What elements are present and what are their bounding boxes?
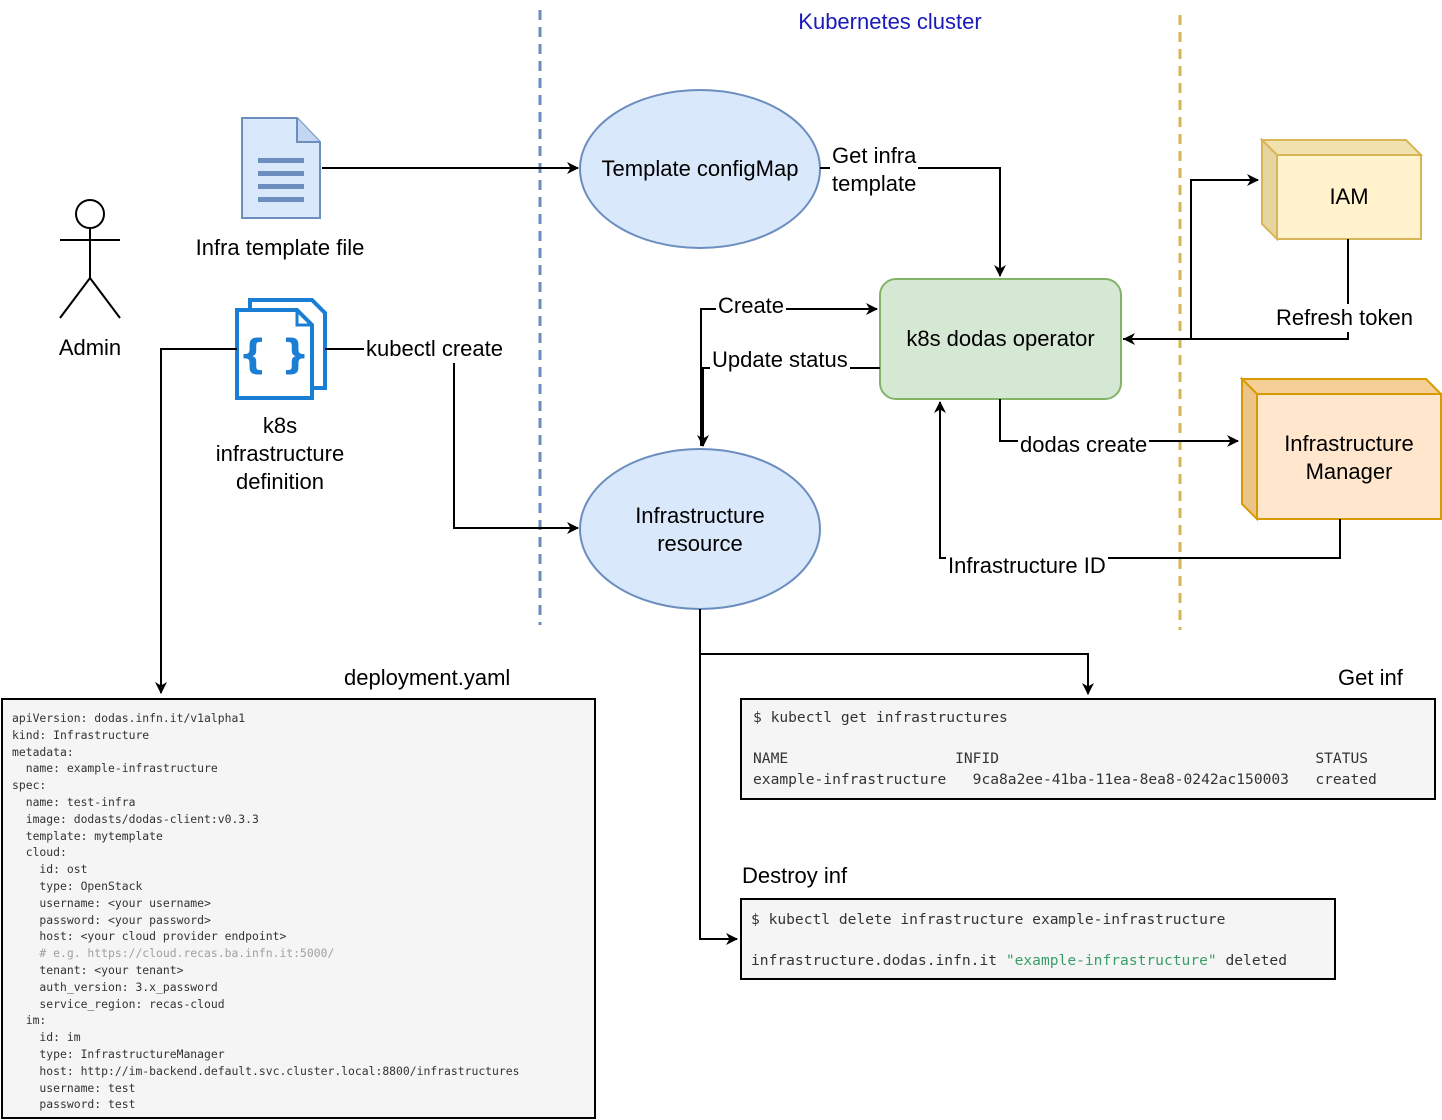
get-inf-title: Get inf — [1338, 665, 1403, 690]
k8s-definition-label: k8s infrastructure definition — [180, 412, 380, 496]
yaml-line: metadata: — [12, 744, 74, 759]
get-inf-command: $ kubectl get infrastructures — [753, 709, 1008, 726]
k8s-definition-line-2: infrastructure — [215, 441, 345, 466]
deployment-yaml-block: apiVersion: dodas.infn.it/v1alpha1 kind:… — [1, 698, 596, 1119]
yaml-line: service_region: recas-cloud — [12, 996, 225, 1011]
update-status-label: Update status — [710, 346, 850, 374]
row-status: created — [1315, 770, 1377, 788]
edge-resource-to-destroy-inf — [699, 654, 738, 945]
svg-text:{ }: { } — [239, 332, 310, 378]
edge-update-status — [697, 367, 880, 447]
dodas-create-label: dodas create — [1018, 431, 1150, 459]
infrastructure-manager-line-1: Infrastructure — [1284, 431, 1414, 456]
deployment-yaml-code: apiVersion: dodas.infn.it/v1alpha1 kind:… — [12, 710, 594, 1113]
infrastructure-manager-node — [1239, 376, 1442, 522]
header-name: NAME — [753, 750, 789, 768]
yaml-line: username: test — [12, 1080, 136, 1095]
destroy-inf-terminal: $ kubectl delete infrastructure example-… — [740, 898, 1336, 980]
header-infid: INFID — [955, 750, 1000, 768]
yaml-line: host: http://im-backend.default.svc.clus… — [12, 1063, 520, 1078]
yaml-line: cloud: — [12, 845, 67, 860]
edge-create — [700, 303, 878, 446]
destroy-output-name: "example-infrastructure" — [1005, 952, 1217, 970]
yaml-line: id: ost — [12, 862, 88, 877]
infrastructure-resource-line-1: Infrastructure — [635, 503, 765, 528]
yaml-line: template: mytemplate — [12, 828, 163, 843]
kubectl-create-label: kubectl create — [364, 335, 505, 363]
destroy-inf-command: $ kubectl delete infrastructure example-… — [751, 911, 1226, 928]
row-name: example-infrastructure — [753, 770, 947, 788]
iam-label: IAM — [1329, 184, 1369, 209]
admin-actor-icon — [59, 199, 121, 319]
get-infra-template-line-2: template — [832, 171, 917, 196]
deployment-title: deployment.yaml — [344, 665, 511, 690]
create-label: Create — [716, 292, 787, 320]
yaml-line: apiVersion: dodas.infn.it/v1alpha1 — [12, 711, 246, 725]
get-inf-output: $ kubectl get infrastructures NAME INFID… — [753, 708, 1434, 790]
yaml-line: password: <your password> — [12, 912, 211, 927]
get-inf-terminal: $ kubectl get infrastructures NAME INFID… — [740, 698, 1436, 800]
cluster-title: Kubernetes cluster — [798, 9, 982, 34]
yaml-line: # e.g. https://cloud.recas.ba.infn.it:50… — [12, 946, 335, 961]
edge-resource-to-get-inf — [699, 609, 1094, 695]
iam-node — [1259, 137, 1424, 242]
get-infra-template-label: Get infra template — [830, 142, 919, 198]
edge-infrastructure-id — [934, 401, 1341, 559]
yaml-line: im: — [12, 1013, 47, 1028]
yaml-line: host: <your cloud provider endpoint> — [12, 929, 287, 944]
yaml-line: password: test — [12, 1097, 136, 1112]
operator-label: k8s dodas operator — [906, 326, 1095, 351]
yaml-line: auth_version: 3.x_password — [12, 979, 218, 994]
infrastructure-resource-label: Infrastructure resource — [580, 502, 820, 558]
refresh-token-label: Refresh token — [1274, 304, 1415, 332]
k8s-definition-line-3: definition — [235, 469, 325, 494]
yaml-line: name: example-infrastructure — [12, 761, 218, 776]
yaml-line: image: dodasts/dodas-client:v0.3.3 — [12, 811, 259, 826]
yaml-line: tenant: <your tenant> — [12, 962, 184, 977]
edge-admin-to-deployment — [155, 348, 237, 694]
yaml-line: kind: Infrastructure — [12, 727, 150, 742]
json-braces-icon: { } — [235, 298, 327, 400]
yaml-line: username: <your username> — [12, 895, 211, 910]
yaml-line: type: OpenStack — [12, 878, 143, 893]
document-icon — [241, 117, 321, 219]
infrastructure-id-label: Infrastructure ID — [946, 552, 1108, 580]
template-configmap-label: Template configMap — [601, 156, 799, 181]
row-infid: 9ca8a2ee-41ba-11ea-8ea8-0242ac150003 — [972, 770, 1289, 788]
destroy-output-prefix: infrastructure.dodas.infn.it — [751, 952, 1006, 970]
destroy-inf-title: Destroy inf — [742, 863, 848, 888]
infrastructure-resource-line-2: resource — [657, 531, 743, 556]
admin-label: Admin — [58, 335, 122, 360]
yaml-line: id: im — [12, 1030, 81, 1045]
get-infra-template-line-1: Get infra — [832, 143, 917, 168]
infrastructure-manager-line-2: Manager — [1305, 459, 1393, 484]
destroy-inf-output: $ kubectl delete infrastructure example-… — [751, 910, 1334, 972]
yaml-line: name: test-infra — [12, 794, 136, 809]
infra-template-file-label: Infra template file — [195, 235, 365, 260]
infrastructure-manager-label: Infrastructure Manager — [1257, 430, 1441, 486]
edge-operator-to-iam — [1123, 174, 1259, 340]
k8s-definition-line-1: k8s — [262, 413, 298, 438]
edge-refresh-token — [1123, 239, 1349, 345]
header-status: STATUS — [1315, 750, 1369, 768]
yaml-line: type: InfrastructureManager — [12, 1046, 225, 1061]
destroy-output-suffix: deleted — [1216, 952, 1287, 970]
edge-dodas-create — [999, 399, 1239, 447]
yaml-line: spec: — [12, 778, 47, 793]
